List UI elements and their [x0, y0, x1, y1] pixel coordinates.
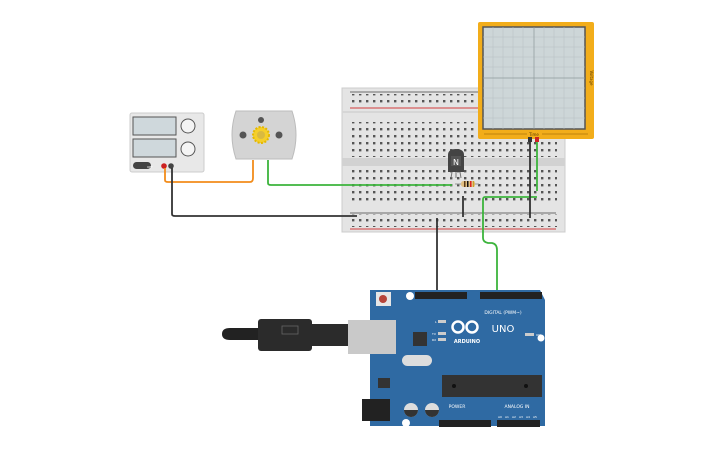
power-label: POWER	[449, 404, 466, 410]
pin-a4: A4	[526, 415, 530, 419]
off-label: OFF	[147, 165, 153, 169]
arduino-logo	[451, 320, 465, 334]
npn-transistor[interactable]: N	[448, 149, 464, 179]
header-digital-right	[480, 292, 542, 299]
pin-a1: A1	[505, 415, 509, 419]
header-power	[439, 420, 491, 427]
pin-a3: A3	[519, 415, 523, 419]
current-knob[interactable]	[180, 141, 196, 157]
on-label: ON	[536, 333, 541, 337]
arduino-uno[interactable]: DIGITAL (PWM~) ARDUINO UNO ON L TX RX PO…	[348, 290, 545, 427]
uno-label: UNO	[492, 324, 515, 335]
usb-cable	[222, 319, 350, 351]
power-jack	[362, 399, 390, 421]
pin-a0: A0	[498, 415, 502, 419]
header-digital-left	[415, 292, 467, 299]
voltage-axis-label: Voltage	[589, 70, 594, 86]
led-tx-label: TX	[431, 332, 436, 336]
header-analog	[497, 420, 540, 427]
oscilloscope[interactable]: Time Voltage	[478, 22, 594, 142]
led-l-label: L	[435, 320, 437, 324]
wire-orange	[164, 160, 254, 183]
usb-port	[348, 320, 396, 354]
power-supply[interactable]: OFF	[129, 112, 205, 173]
wires	[164, 141, 538, 296]
digital-label: DIGITAL (PWM~)	[484, 310, 522, 316]
pin-a2: A2	[512, 415, 516, 419]
analog-in-label: ANALOG IN	[504, 404, 529, 410]
time-axis-label: Time	[528, 132, 539, 137]
atmega-chip	[442, 375, 542, 397]
led-rx-label: RX	[432, 338, 436, 342]
dc-motor[interactable]	[231, 110, 297, 160]
wire-green-motor	[267, 160, 452, 186]
wire-green-arduino	[482, 196, 537, 296]
wire-black-supply	[171, 168, 357, 217]
voltage-knob[interactable]	[180, 118, 196, 134]
arduino-brand: ARDUINO	[454, 339, 480, 345]
usb-icon	[281, 325, 299, 335]
resistor[interactable]	[455, 181, 479, 187]
power-switch[interactable]	[133, 162, 151, 169]
transistor-label: N	[453, 158, 459, 167]
pin-a5: A5	[533, 415, 537, 419]
